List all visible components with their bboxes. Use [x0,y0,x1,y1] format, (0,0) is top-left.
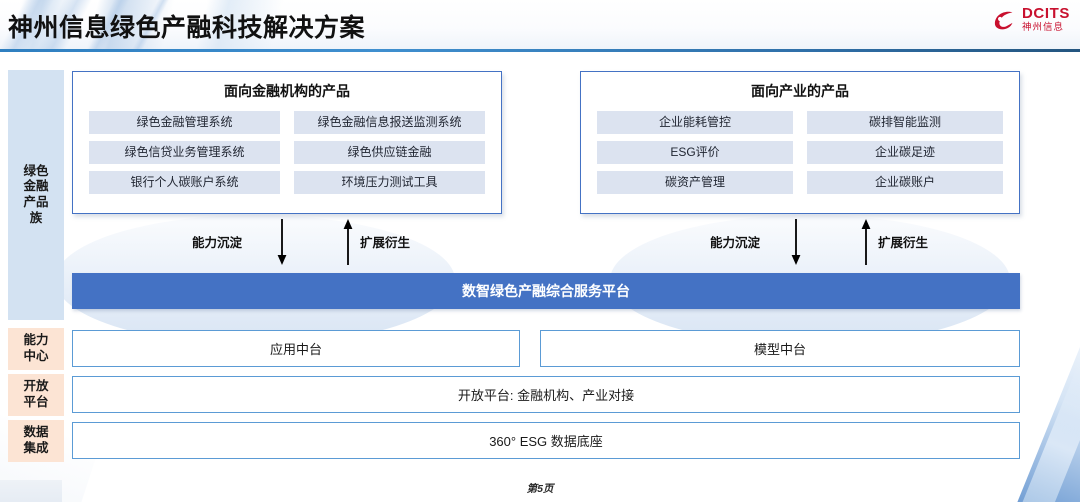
flow-label-capability-precipitation-left: 能力沉淀 [192,236,243,250]
product-tile[interactable]: 企业能耗管控 [597,111,793,134]
flow-label-expansion-derivation-left: 扩展衍生 [360,236,411,250]
corner-swatch [0,480,62,502]
tile-grid-financial: 绿色金融管理系统 绿色金融信息报送监测系统 绿色信贷业务管理系统 绿色供应链金融… [73,101,501,194]
rail-label-green-finance-products: 绿色 金融 产品 族 [8,70,64,320]
product-tile[interactable]: 绿色金融管理系统 [89,111,280,134]
product-tile[interactable]: ESG评价 [597,141,793,164]
product-group-industry: 面向产业的产品 企业能耗管控 碳排智能监测 ESG评价 企业碳足迹 碳资产管理 … [580,71,1020,214]
product-tile[interactable]: 企业碳足迹 [807,141,1003,164]
layer-application-middle-platform[interactable]: 应用中台 [72,330,520,367]
dcits-swirl-icon [994,12,1013,30]
rail-label-ability-center: 能力 中心 [8,328,64,370]
logo-brand-en: DCITS [1022,5,1070,22]
product-tile[interactable]: 绿色金融信息报送监测系统 [294,111,485,134]
arrow-down-icon-left [277,219,287,265]
logo-brand-cn: 神州信息 [1022,22,1065,33]
product-tile[interactable]: 绿色供应链金融 [294,141,485,164]
product-tile[interactable]: 绿色信贷业务管理系统 [89,141,280,164]
product-tile[interactable]: 企业碳账户 [807,171,1003,194]
header-divider-rule [0,49,1080,52]
arrow-up-icon-right [861,219,871,265]
page-number-footer: 第5页 [526,483,554,495]
brand-logo: DCITS 神州信息 [991,6,1070,33]
arrow-up-icon-left [343,219,353,265]
product-tile[interactable]: 碳排智能监测 [807,111,1003,134]
rail-line: 数据 [23,425,49,440]
rail-line: 金融 [23,179,49,194]
rail-line: 集成 [23,441,49,455]
layer-open-platform[interactable]: 开放平台: 金融机构、产业对接 [72,376,1020,413]
rail-label-data-integration: 数据 集成 [8,420,64,462]
tile-grid-industry: 企业能耗管控 碳排智能监测 ESG评价 企业碳足迹 碳资产管理 企业碳账户 [581,101,1019,194]
rail-line: 族 [29,210,43,225]
rail-line: 平台 [23,395,49,409]
group-title-financial: 面向金融机构的产品 [224,83,350,99]
rail-line: 绿色 [23,163,49,178]
rail-line: 开放 [23,379,49,394]
product-tile[interactable]: 环境压力测试工具 [294,171,485,194]
layer-model-middle-platform[interactable]: 模型中台 [540,330,1020,367]
product-tile[interactable]: 碳资产管理 [597,171,793,194]
arrow-down-icon-right [791,219,801,265]
logo-text-block: DCITS 神州信息 [1022,6,1070,33]
layer-data-foundation[interactable]: 360° ESG 数据底座 [72,422,1020,459]
rail-line: 产品 [23,195,49,209]
flow-label-capability-precipitation-right: 能力沉淀 [710,236,761,250]
slide-header [0,0,1080,51]
rail-label-open-platform: 开放 平台 [8,374,64,416]
page-title: 神州信息绿色产融科技解决方案 [8,14,366,42]
rail-line: 能力 [23,333,49,348]
product-tile[interactable]: 银行个人碳账户系统 [89,171,280,194]
rail-line: 中心 [23,349,49,363]
group-title-industry: 面向产业的产品 [751,83,849,99]
product-group-financial: 面向金融机构的产品 绿色金融管理系统 绿色金融信息报送监测系统 绿色信贷业务管理… [72,71,502,214]
platform-bar[interactable]: 数智绿色产融综合服务平台 [72,273,1020,309]
flow-label-expansion-derivation-right: 扩展衍生 [878,236,929,250]
